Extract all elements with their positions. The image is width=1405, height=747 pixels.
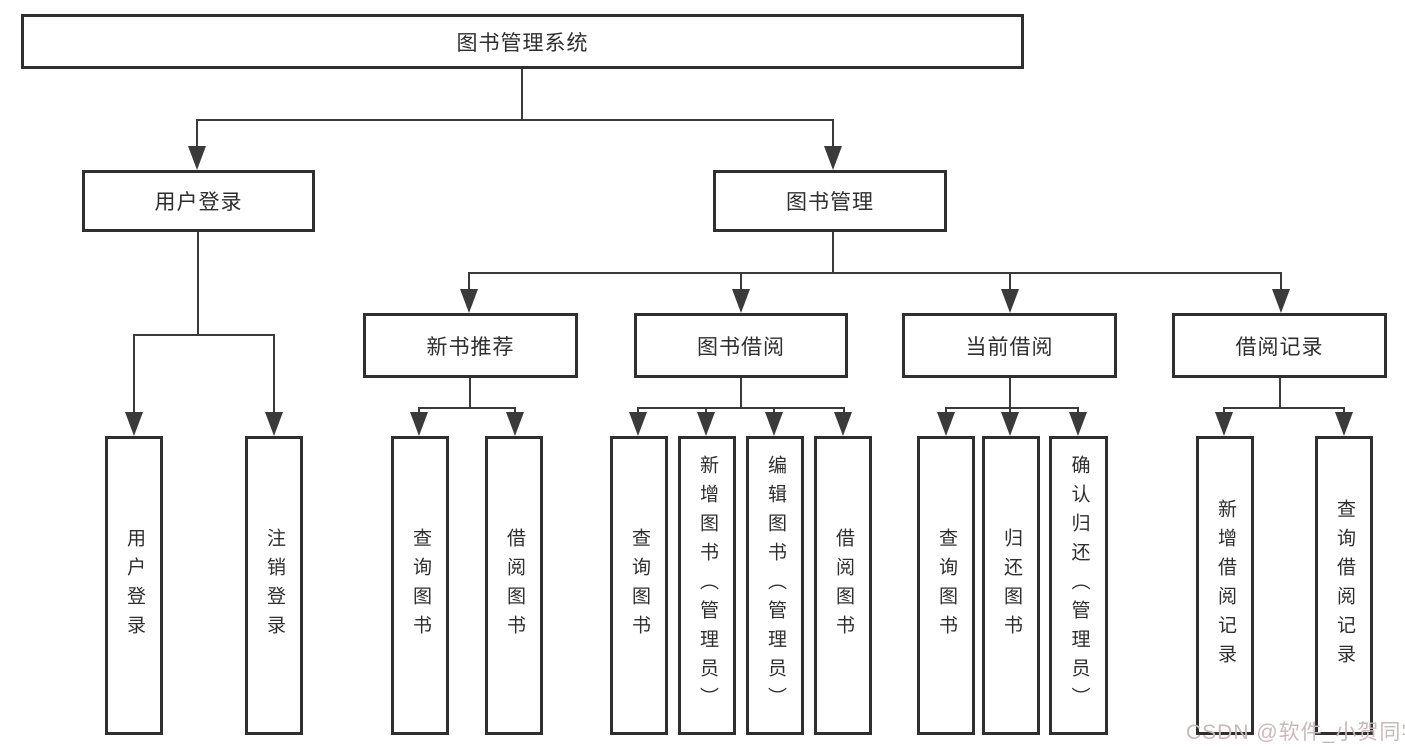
node-new-book-recommend: 新书推荐: [363, 313, 578, 378]
node-logout: 注销登录: [245, 436, 303, 735]
connector-line: [637, 407, 639, 415]
node-book-borrowing: 图书借阅: [634, 313, 848, 378]
node-label: 确认归还（管理员）: [1068, 455, 1090, 716]
node-label: 新增借阅记录: [1214, 498, 1236, 673]
node-label: 查询借阅记录: [1333, 498, 1355, 673]
connector-line: [773, 407, 775, 415]
connector-line: [521, 69, 523, 121]
connector-line: [1009, 407, 1011, 415]
node-return-books: 归还图书: [982, 436, 1040, 735]
connector-line: [273, 334, 275, 414]
node-add-books-admin: 新增图书（管理员）: [678, 436, 736, 735]
node-label: 用户登录: [154, 191, 243, 214]
connector-line: [832, 232, 834, 274]
connector-line: [637, 407, 845, 409]
node-edit-books-admin: 编辑图书（管理员）: [746, 436, 804, 735]
connector-line: [1009, 378, 1011, 409]
arrowhead-down-icon: [629, 412, 647, 436]
node-label: 当前借阅: [965, 335, 1054, 359]
connector-line: [1223, 407, 1345, 409]
node-borrowing-records: 借阅记录: [1172, 313, 1387, 378]
connector-line: [740, 378, 742, 409]
connector-line: [1343, 407, 1345, 415]
node-confirm-return-admin: 确认归还（管理员）: [1049, 436, 1108, 735]
connector-line: [945, 407, 947, 415]
node-label: 借阅图书: [503, 527, 525, 644]
node-label: 新增图书（管理员）: [696, 455, 718, 716]
node-user-login: 用户登录: [82, 170, 315, 232]
arrowhead-down-icon: [1215, 412, 1233, 436]
connector-line: [843, 407, 845, 415]
connector-line: [468, 272, 470, 291]
arrowhead-down-icon: [506, 412, 524, 436]
node-label: 图书管理: [786, 191, 874, 214]
connector-line: [945, 407, 1079, 409]
node-borrow-books-recommend: 借阅图书: [485, 436, 543, 735]
connector-line: [133, 334, 275, 336]
node-label: 图书管理系统: [456, 31, 589, 55]
node-label: 归还图书: [1000, 527, 1022, 644]
arrowhead-down-icon: [1069, 412, 1087, 436]
node-label: 新书推荐: [426, 335, 515, 359]
node-label: 用户登录: [123, 527, 145, 644]
node-query-books-borrowing: 查询图书: [610, 436, 668, 735]
connector-line: [740, 272, 742, 291]
connector-line: [1009, 272, 1011, 291]
node-label: 编辑图书（管理员）: [764, 455, 786, 716]
connector-line: [705, 407, 707, 415]
arrowhead-down-icon: [824, 146, 842, 170]
arrowhead-down-icon: [125, 412, 143, 436]
node-current-borrowing: 当前借阅: [902, 313, 1117, 378]
node-query-books-recommend: 查询图书: [391, 436, 449, 735]
node-add-borrow-record: 新增借阅记录: [1196, 436, 1254, 735]
node-user-login-leaf: 用户登录: [105, 436, 163, 735]
connector-line: [469, 378, 471, 409]
node-label: 注销登录: [263, 527, 285, 644]
arrowhead-down-icon: [1335, 412, 1353, 436]
node-label: 查询图书: [409, 527, 431, 644]
connector-line: [1279, 378, 1281, 409]
connector-line: [468, 272, 1282, 274]
connector-line: [196, 119, 834, 121]
connector-line: [197, 232, 199, 336]
connector-line: [418, 407, 420, 415]
arrowhead-down-icon: [265, 412, 283, 436]
arrowhead-down-icon: [1001, 412, 1019, 436]
connector-line: [196, 119, 198, 149]
node-label: 借阅图书: [832, 527, 854, 644]
arrowhead-down-icon: [732, 289, 750, 313]
connector-line: [1280, 272, 1282, 291]
arrowhead-down-icon: [188, 146, 206, 170]
arrowhead-down-icon: [765, 412, 783, 436]
connector-line: [1077, 407, 1079, 415]
node-label: 借阅记录: [1235, 335, 1324, 359]
node-book-management: 图书管理: [713, 170, 947, 232]
node-borrow-books-borrowing: 借阅图书: [814, 436, 872, 735]
connector-line: [133, 334, 135, 414]
connector-line: [1223, 407, 1225, 415]
arrowhead-down-icon: [697, 412, 715, 436]
arrowhead-down-icon: [1272, 289, 1290, 313]
arrowhead-down-icon: [834, 412, 852, 436]
arrowhead-down-icon: [460, 289, 478, 313]
node-label: 图书借阅: [697, 335, 785, 359]
arrowhead-down-icon: [410, 412, 428, 436]
node-label: 查询图书: [935, 527, 957, 644]
connector-line: [514, 407, 516, 415]
csdn-watermark: CSDN @软件_小贺同学: [1186, 721, 1405, 744]
connector-line: [418, 407, 516, 409]
arrowhead-down-icon: [1001, 289, 1019, 313]
node-label: 查询图书: [628, 527, 650, 644]
node-query-books-current: 查询图书: [917, 436, 975, 735]
arrowhead-down-icon: [937, 412, 955, 436]
node-library-system: 图书管理系统: [21, 14, 1024, 69]
connector-line: [832, 119, 834, 149]
node-query-borrow-record: 查询借阅记录: [1315, 436, 1373, 735]
